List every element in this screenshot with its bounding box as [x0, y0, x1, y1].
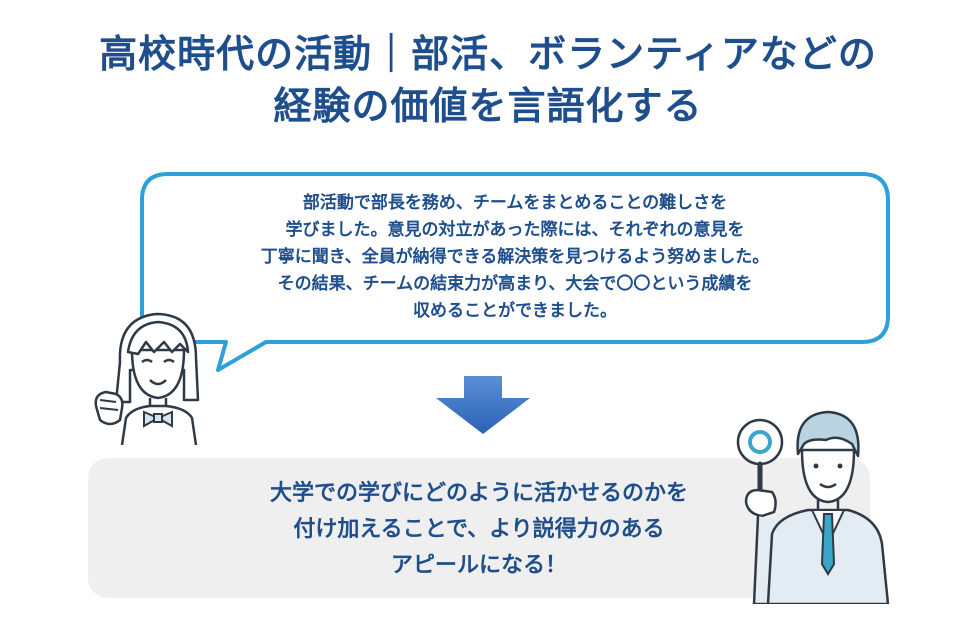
result-line-1: 大学での学びにどのように活かせるのかを — [269, 481, 688, 506]
speech-line-2: 学びました。意見の対立があった際には、それぞれの意見を — [285, 220, 745, 240]
title-line-1: 高校時代の活動｜部活、ボランティアなどの — [99, 32, 877, 76]
speech-bubble-text: 部活動で部長を務め、チームをまとめることの難しさを 学びました。意見の対立があっ… — [150, 190, 880, 325]
title-line-2: 経験の価値を言語化する — [273, 84, 703, 128]
speech-line-5: 収めることができました。 — [413, 301, 617, 321]
result-box — [88, 458, 870, 598]
student-girl-illustration — [94, 312, 200, 445]
page-title: 高校時代の活動｜部活、ボランティアなどの 経験の価値を言語化する — [0, 28, 976, 132]
result-text: 大学での学びにどのように活かせるのかを 付け加えることで、より説得力のある アピ… — [88, 476, 870, 584]
speech-line-1: 部活動で部長を務め、チームをまとめることの難しさを — [302, 193, 728, 213]
speech-line-3: 丁寧に聞き、全員が納得できる解決策を見つけるよう努めました。 — [260, 247, 770, 267]
down-arrow-icon — [436, 376, 530, 434]
result-line-2: 付け加えることで、より説得力のある — [293, 517, 665, 542]
businessman-illustration — [736, 410, 890, 604]
result-line-3: アピールになる！ — [390, 553, 567, 578]
speech-line-4: その結果、チームの結束力が高まり、大会で〇〇という成績を — [277, 274, 753, 294]
